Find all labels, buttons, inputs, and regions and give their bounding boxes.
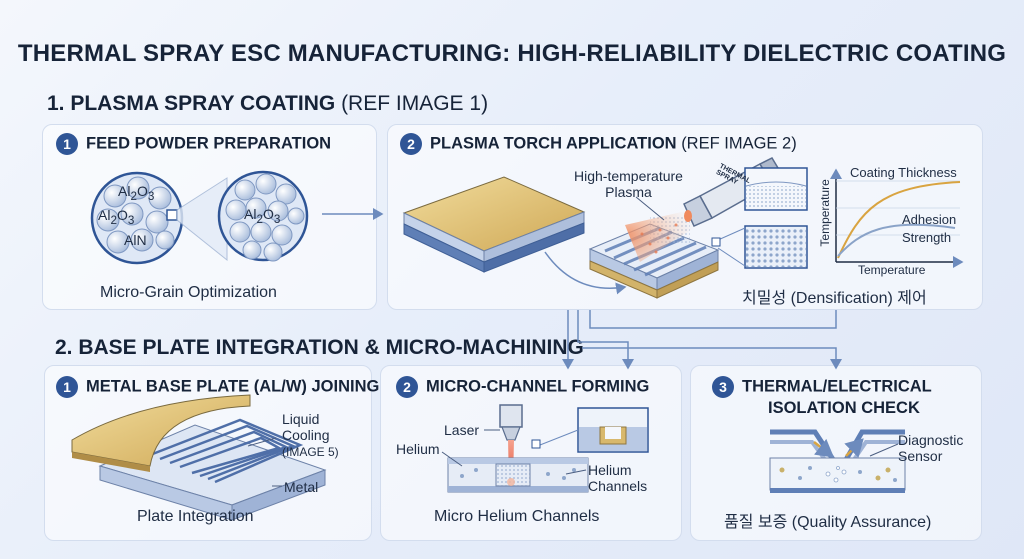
section-1-ref: (REF IMAGE 1)	[341, 92, 489, 115]
isolation-layers	[769, 429, 906, 493]
channel-leaders	[441, 429, 587, 475]
feed-powder-heading: 1 FEED POWDER PREPARATION	[56, 133, 331, 155]
base-plate-title: METAL BASE PLATE (AL/W) JOINING	[86, 377, 380, 396]
substrate-plate	[402, 176, 586, 273]
spray-plume	[625, 210, 697, 262]
channel-zoom	[531, 407, 649, 453]
powder-magnifier	[166, 177, 228, 262]
channels-label-line-2: Channels	[588, 478, 648, 495]
laser-head	[499, 404, 523, 482]
panel-isolation-check	[690, 365, 982, 541]
coating-thickness-curve	[837, 181, 961, 259]
metal-label: Metal	[284, 479, 319, 495]
feed-powder-title: FEED POWDER PREPARATION	[86, 134, 332, 153]
helium-label: Helium	[396, 441, 440, 457]
powder-label-aln: AlN	[124, 232, 147, 248]
micro-channel-title: MICRO-CHANNEL FORMING	[426, 377, 650, 396]
isolation-heading: 3 THERMAL/ELECTRICAL ISOLATION CHECK	[712, 376, 932, 419]
isolation-title-line-2: ISOLATION CHECK	[768, 399, 920, 417]
liquid-label-line-2: Cooling	[282, 427, 330, 444]
step-number-badge: 2	[400, 133, 422, 155]
sensor-label-line-2: Sensor	[898, 448, 943, 465]
plasma-label-line-1: High-temperature	[574, 168, 683, 184]
graph-series-coating: Coating Thickness	[850, 165, 957, 180]
powder-label-al2o3-mid: Al2O3	[98, 207, 135, 227]
base-plate-assembly	[71, 394, 327, 521]
micro-channel-heading: 2 MICRO-CHANNEL FORMING	[396, 376, 649, 398]
isolation-title-line-1: THERMAL/ELECTRICAL	[742, 377, 932, 396]
feed-powder-caption: Micro-Grain Optimization	[100, 284, 277, 301]
liquid-label-line-1: Liquid	[282, 411, 320, 427]
micrograph-top	[744, 167, 808, 211]
arrow-plate-to-coating	[544, 251, 627, 295]
section-1-title: 1. PLASMA SPRAY COATING	[47, 92, 336, 115]
panel-micro-channel	[380, 365, 682, 541]
adhesion-curve	[837, 223, 956, 257]
sensor-label-line-1: Diagnostic	[898, 432, 964, 448]
channels-label-line-1: Helium	[588, 462, 632, 478]
powder-label-al2o3-top: Al2O3	[118, 183, 155, 203]
graph-x-label: Temperature	[858, 263, 926, 277]
liquid-label-line-3: (IMAGE 5)	[282, 445, 339, 460]
laser-label: Laser	[444, 422, 480, 438]
plasma-title: PLASMA TORCH APPLICATION	[430, 134, 677, 153]
step-number-badge: 1	[56, 376, 78, 398]
powder-left-circle	[90, 171, 184, 265]
isolation-caption: 품질 보증 (Quality Assurance)	[724, 514, 932, 531]
plasma-leader	[635, 196, 665, 221]
liquid-cooling-label: Liquid Cooling (IMAGE 5)	[282, 411, 339, 460]
powder-right-circle	[217, 170, 309, 262]
plasma-heading: 2 PLASMA TORCH APPLICATION (REF IMAGE 2)	[400, 133, 797, 155]
plasma-ref: (REF IMAGE 2)	[681, 134, 797, 153]
powder-label-al2o3-zoom: Al2O3	[244, 206, 281, 226]
base-plate-caption: Plate Integration	[137, 508, 254, 525]
step-number-badge: 2	[396, 376, 418, 398]
section-1-heading: 1. PLASMA SPRAY COATING (REF IMAGE 1)	[47, 92, 488, 116]
micrograph-connectors	[711, 227, 746, 267]
graph-series-adhesion: Adhesion	[902, 212, 957, 227]
helium-channels-label: Helium Channels	[588, 462, 647, 494]
channel-substrate	[447, 457, 589, 493]
base-plate-heading: 1 METAL BASE PLATE (AL/W) JOINING	[56, 376, 379, 398]
plasma-caption: 치밀성 (Densification) 제어	[742, 290, 927, 307]
property-graph	[830, 168, 964, 268]
micrograph-bottom	[744, 225, 808, 269]
micro-channel-caption: Micro Helium Channels	[434, 508, 600, 525]
plasma-label: High-temperature Plasma	[574, 168, 683, 200]
flow-connectors	[562, 310, 842, 370]
diagnostic-sensor-label: Diagnostic Sensor	[898, 432, 963, 464]
page-title: THERMAL SPRAY ESC MANUFACTURING: HIGH-RE…	[17, 40, 1007, 67]
graph-y-label: Temperature	[817, 179, 832, 247]
graph-series-strength: Strength	[902, 230, 952, 245]
plasma-label-line-2: Plasma	[605, 184, 652, 201]
step-number-badge: 1	[56, 133, 78, 155]
section-2-title: 2. BASE PLATE INTEGRATION & MICRO-MACHIN…	[55, 336, 584, 359]
section-2-heading: 2. BASE PLATE INTEGRATION & MICRO-MACHIN…	[55, 336, 584, 360]
step-number-badge: 3	[712, 376, 734, 398]
